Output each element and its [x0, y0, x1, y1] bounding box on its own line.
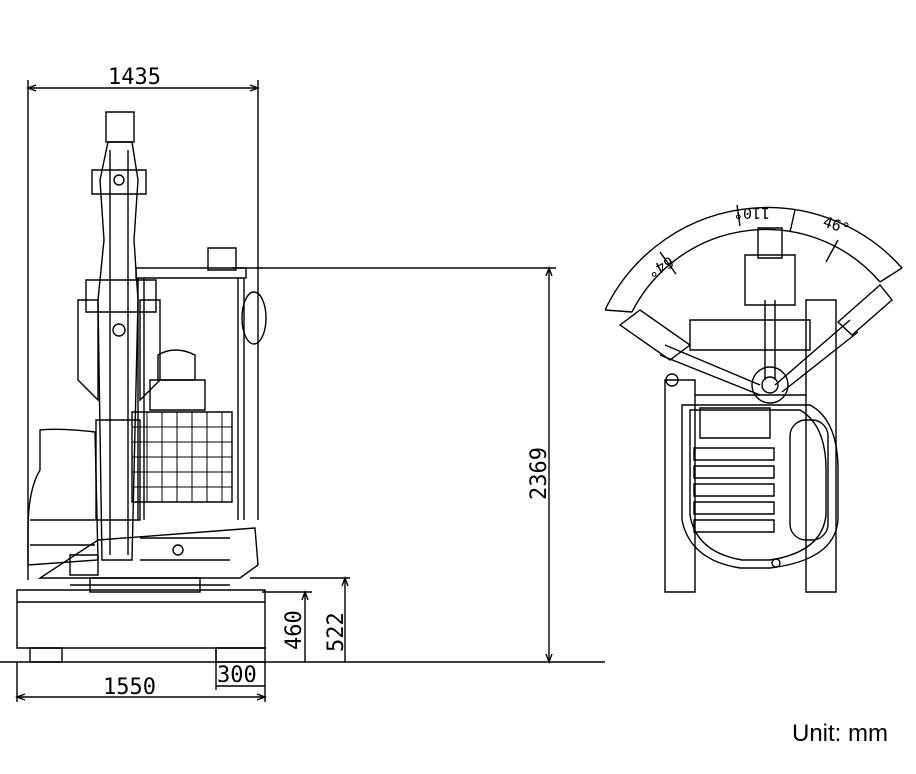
- top-engine-cover: [694, 448, 774, 532]
- dimension-shoe-width: 300: [216, 648, 265, 690]
- swing-angle-center: 110°: [734, 204, 770, 222]
- dimension-ground-clearance: 460: [262, 592, 312, 662]
- upper-structure: [28, 429, 258, 578]
- top-boom-center: [745, 228, 795, 380]
- swing-arc: 64° 110° 46°: [605, 204, 902, 312]
- dimension-overall-width: 1435: [28, 65, 258, 580]
- dim-ground-clearance: 460: [282, 610, 307, 650]
- dimension-counterweight-clearance: 522: [250, 578, 350, 662]
- top-boom-right: [775, 285, 892, 392]
- dim-track-width: 1550: [103, 675, 156, 700]
- dim-counterweight-clearance: 522: [324, 612, 349, 652]
- top-view: 64° 110° 46°: [605, 204, 902, 592]
- dim-shoe-width: 300: [217, 663, 257, 688]
- dim-overall-height: 2369: [527, 447, 552, 500]
- top-upper-body: [682, 405, 838, 568]
- top-boom-left: [620, 310, 760, 395]
- undercarriage: [17, 578, 265, 662]
- unit-label: Unit: mm: [792, 720, 888, 747]
- swing-angle-right: 46°: [821, 213, 852, 238]
- top-swivel: [752, 367, 788, 403]
- canopy: [132, 248, 266, 520]
- front-view: 1435 1550 300 460 522: [0, 65, 605, 702]
- swing-angle-left: 64°: [644, 252, 676, 281]
- dimension-track-width: 1550: [17, 662, 265, 702]
- dim-overall-width: 1435: [108, 65, 161, 90]
- dimension-overall-height: 2369: [232, 268, 556, 662]
- boom-arm: [78, 112, 160, 560]
